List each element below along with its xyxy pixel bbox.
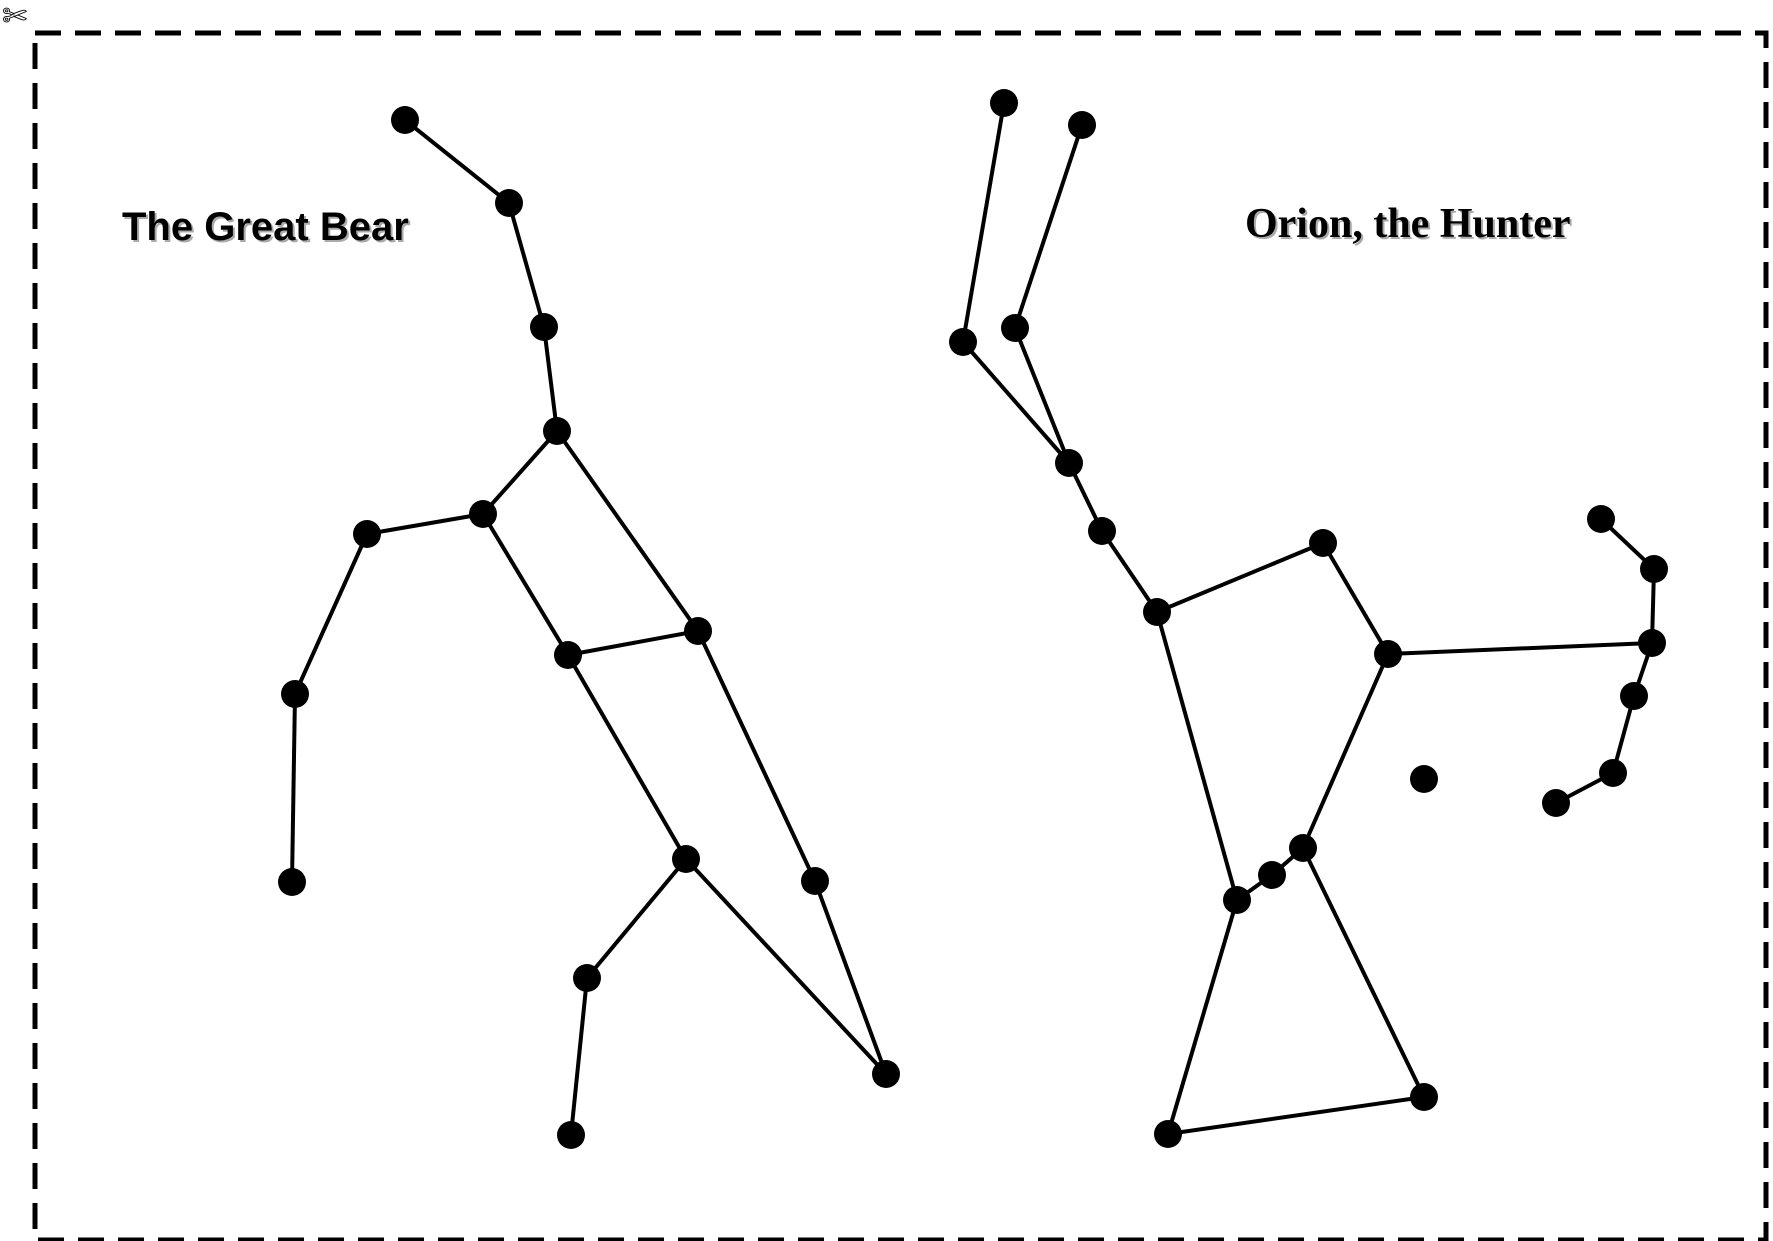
great-bear-connection-16 [813, 880, 888, 1075]
orion-connection-20 [1167, 1095, 1425, 1136]
orion-star-3 [949, 328, 977, 356]
orion-star-5 [1055, 449, 1083, 477]
orion-connection-4 [1013, 327, 1071, 464]
great-bear-connection-10 [555, 429, 700, 633]
orion-star-8 [1309, 529, 1337, 557]
orion-connection-2 [961, 340, 1071, 465]
great-bear-diagram [278, 106, 900, 1149]
orion-star-1 [990, 89, 1018, 117]
orion-connection-6 [1100, 529, 1159, 614]
orion-star-13 [1410, 765, 1438, 793]
great-bear-star-9 [554, 641, 582, 669]
great-bear-connection-15 [696, 630, 817, 882]
orion-star-14 [1587, 505, 1615, 533]
great-bear-connection-3 [542, 326, 559, 432]
orion-star-17 [1620, 682, 1648, 710]
orion-connection-15 [1155, 611, 1239, 901]
orion-diagram [949, 89, 1668, 1148]
great-bear-connection-5 [366, 512, 484, 536]
great-bear-connection-13 [569, 977, 589, 1136]
great-bear-connection-2 [507, 202, 546, 328]
orion-star-19 [1542, 789, 1570, 817]
great-bear-star-12 [801, 867, 829, 895]
orion-star-9 [1374, 640, 1402, 668]
orion-star-20 [1154, 1120, 1182, 1148]
great-bear-connection-9 [567, 629, 699, 657]
great-bear-connection-12 [585, 857, 688, 980]
orion-connection-9 [1387, 641, 1653, 656]
orion-star-21 [1410, 1083, 1438, 1111]
orion-star-12 [1223, 886, 1251, 914]
great-bear-star-6 [353, 520, 381, 548]
great-bear-star-2 [495, 189, 523, 217]
orion-star-15 [1640, 555, 1668, 583]
great-bear-star-13 [573, 964, 601, 992]
great-bear-star-3 [530, 313, 558, 341]
orion-connection-3 [1013, 124, 1084, 329]
orion-star-11 [1258, 861, 1286, 889]
orion-connection-16 [1301, 653, 1390, 849]
great-bear-star-10 [684, 617, 712, 645]
cut-border [32, 30, 1769, 1241]
great-bear-connection-4 [481, 429, 559, 516]
orion-star-2 [1068, 111, 1096, 139]
great-bear-star-7 [281, 680, 309, 708]
orion-star-16 [1638, 629, 1666, 657]
orion-star-10 [1289, 834, 1317, 862]
orion-title: Orion, the Hunter [1245, 201, 1571, 247]
orion-star-18 [1599, 759, 1627, 787]
great-bear-star-4 [543, 417, 571, 445]
orion-star-7 [1143, 598, 1171, 626]
orion-connection-1 [961, 102, 1006, 343]
great-bear-star-8 [278, 868, 306, 896]
great-bear-connection-7 [290, 693, 297, 883]
orion-connection-7 [1156, 541, 1324, 614]
great-bear-star-5 [469, 500, 497, 528]
great-bear-title: The Great Bear [122, 205, 409, 249]
orion-connection-19 [1166, 899, 1239, 1135]
great-bear-star-14 [557, 1121, 585, 1149]
great-bear-connection-1 [403, 118, 511, 205]
scissors-icon: ✄ [2, 0, 28, 34]
great-bear-star-15 [872, 1060, 900, 1088]
great-bear-star-1 [391, 106, 419, 134]
orion-star-6 [1088, 517, 1116, 545]
great-bear-connection-6 [293, 533, 369, 695]
great-bear-connection-14 [684, 857, 888, 1076]
orion-connection-8 [1321, 541, 1390, 656]
great-bear-connection-11 [566, 653, 688, 861]
orion-star-4 [1001, 314, 1029, 342]
orion-connection-21 [1301, 847, 1426, 1098]
great-bear-star-11 [672, 845, 700, 873]
great-bear-connection-8 [481, 512, 570, 657]
